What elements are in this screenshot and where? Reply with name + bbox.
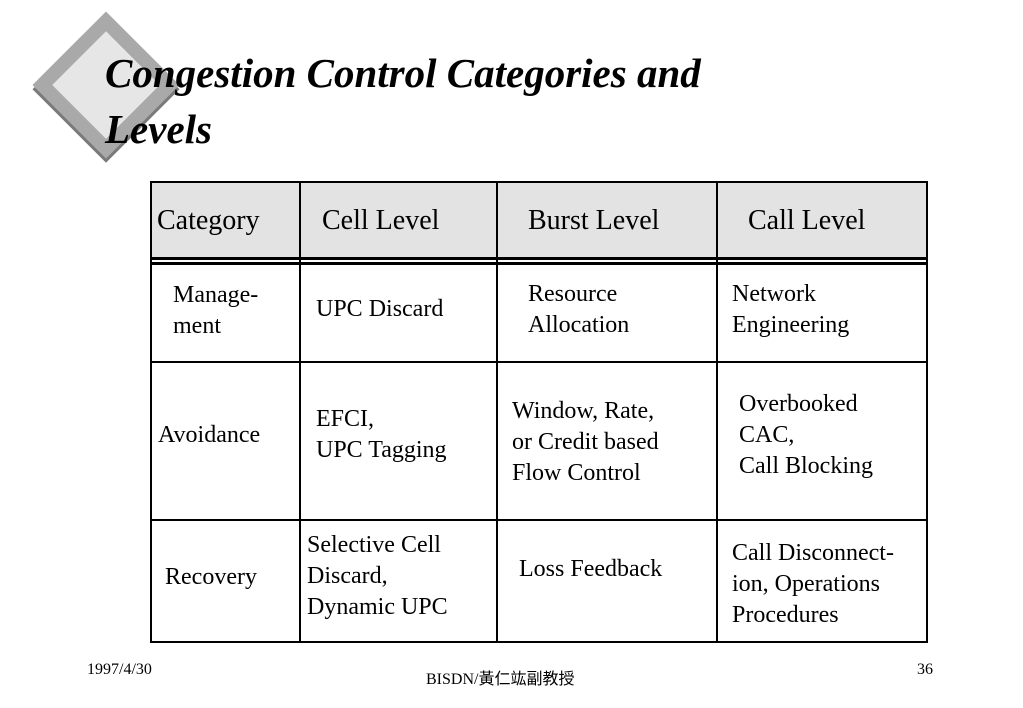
row-avoidance-category: Avoidance <box>158 422 261 448</box>
slide-title: Congestion Control Categories and Levels <box>105 50 701 152</box>
row-avoidance-burst-level: Window, Rate, or Credit based Flow Contr… <box>512 398 659 486</box>
column-divider <box>299 183 301 641</box>
row-avoidance-cell-level: EFCI, UPC Tagging <box>316 406 447 463</box>
row-avoidance-call-level: Overbooked CAC, Call Blocking <box>739 391 873 479</box>
column-divider <box>716 183 718 641</box>
header-category: Category <box>157 205 260 236</box>
header-call-level: Call Level <box>748 205 866 236</box>
row-recovery-call-level: Call Disconnect- ion, Operations Procedu… <box>732 540 894 628</box>
row-divider <box>152 519 926 521</box>
row-management-burst-level: Resource Allocation <box>528 281 630 338</box>
row-recovery-cell-level: Selective Cell Discard, Dynamic UPC <box>307 532 448 620</box>
header-burst-level: Burst Level <box>528 205 660 236</box>
table-header-row <box>152 183 926 260</box>
footer-author: BISDN/黃仁竑副教授 <box>426 671 575 688</box>
row-recovery-category: Recovery <box>165 564 257 590</box>
row-management-cell-level: UPC Discard <box>316 296 444 322</box>
congestion-control-table: Category Cell Level Burst Level Call Lev… <box>150 181 928 643</box>
row-management-call-level: Network Engineering <box>732 281 850 338</box>
header-cell-level: Cell Level <box>322 205 440 236</box>
footer-date: 1997/4/30 <box>87 661 152 678</box>
row-divider <box>152 361 926 363</box>
page-number: 36 <box>917 661 933 678</box>
row-recovery-burst-level: Loss Feedback <box>519 556 663 582</box>
row-management-category: Manage- ment <box>173 282 259 339</box>
column-divider <box>496 183 498 641</box>
